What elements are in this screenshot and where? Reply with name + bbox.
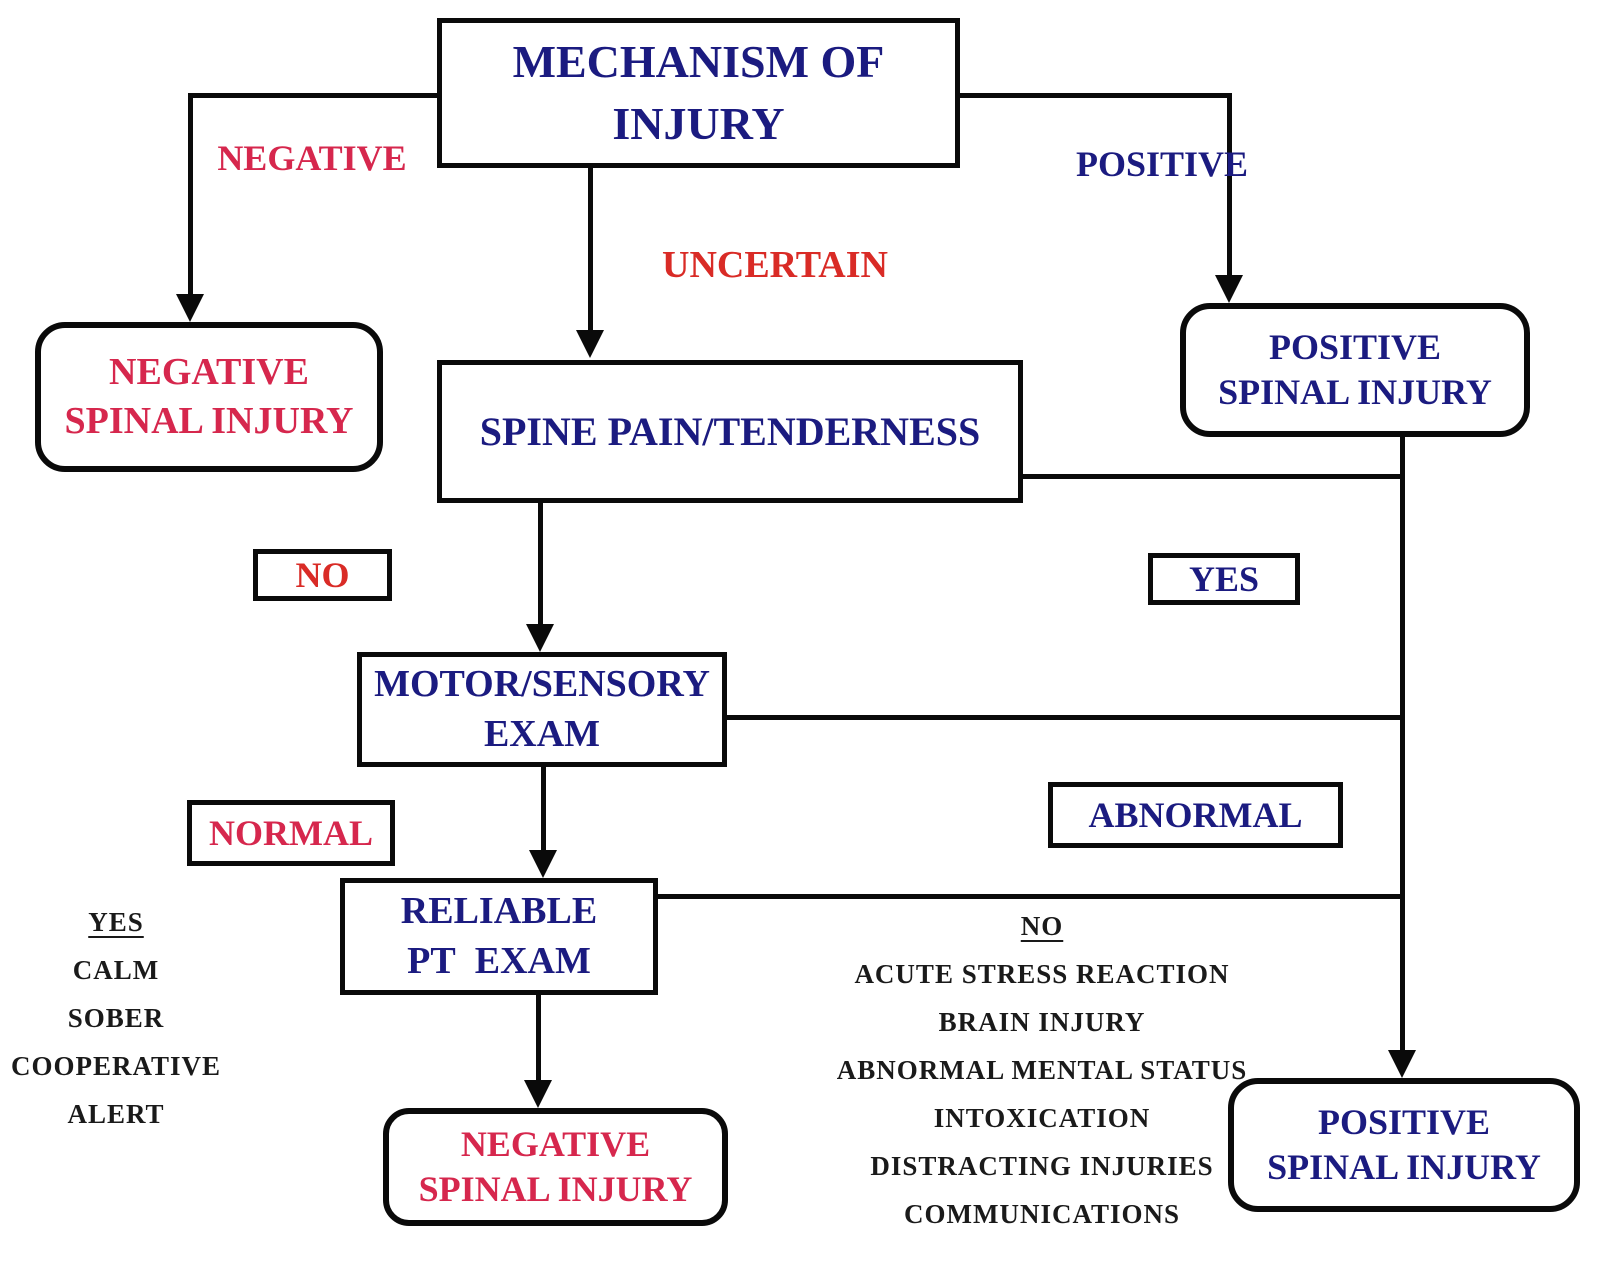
node-label-line: EXAM [483,712,601,755]
node-negative-spinal-injury-bottom: NEGATIVE SPINAL INJURY [383,1108,728,1226]
node-mechanism-of-injury: MECHANISM OF INJURY [437,18,960,168]
edge-motor-to-reliable-vertical [541,765,546,852]
list-item: DISTRACTING INJURIES [870,1151,1214,1181]
branch-label-text: NO [295,554,350,595]
node-label-line: MOTOR/SENSORY [374,663,710,706]
edge-positive-main-vertical [1400,435,1405,1052]
node-label-line: SPINAL INJURY [64,400,354,442]
list-item: ABNORMAL MENTAL STATUS [836,1055,1248,1085]
node-negative-spinal-injury-top: NEGATIVE SPINAL INJURY [35,322,383,472]
node-label-line: PT EXAM [407,939,591,982]
list-item: ALERT [67,1099,165,1129]
node-label-line: SPINE PAIN/TENDERNESS [479,408,981,454]
list-heading: NO [1020,911,1064,941]
branch-label-negative: NEGATIVE [217,138,407,178]
edge-mechanism-to-negative-vertical [188,93,193,296]
branch-label-text: NORMAL [209,812,373,853]
arrowhead-down-icon [524,1080,552,1108]
node-label-line: SPINAL INJURY [1267,1147,1541,1187]
edge-mechanism-to-spine-vertical [588,166,593,332]
arrowhead-down-icon [1215,275,1243,303]
reliable-yes-criteria-list: YES CALM SOBER COOPERATIVE ALERT [0,898,232,1138]
node-label-line: SPINAL INJURY [1218,372,1492,412]
list-item: BRAIN INJURY [938,1007,1146,1037]
edge-mechanism-to-positive-vertical [1227,93,1232,277]
arrowhead-down-icon [526,624,554,652]
list-item: SOBER [67,1003,165,1033]
arrowhead-down-icon [1388,1050,1416,1078]
arrowhead-down-icon [176,294,204,322]
reliable-no-criteria-list: NO ACUTE STRESS REACTION BRAIN INJURY AB… [822,902,1262,1238]
edge-spine-to-motor-vertical [538,501,543,626]
list-item: COOPERATIVE [10,1051,222,1081]
branch-label-uncertain: UNCERTAIN [662,244,888,286]
node-label-line: MECHANISM OF [512,35,885,87]
list-item: CALM [72,955,160,985]
node-label-line: POSITIVE [1317,1102,1491,1142]
arrowhead-down-icon [576,330,604,358]
node-positive-spinal-injury-top: POSITIVE SPINAL INJURY [1180,303,1530,437]
edge-motor-abnormal-horizontal [725,715,1405,720]
edge-reliable-to-negative-vertical [536,993,541,1082]
arrowhead-down-icon [529,850,557,878]
node-label-line: POSITIVE [1268,327,1442,367]
branch-label-text: YES [1188,558,1260,599]
branch-label-yes: YES [1148,553,1300,605]
node-spine-pain-tenderness: SPINE PAIN/TENDERNESS [437,360,1023,503]
edge-mechanism-to-negative-horizontal [188,93,440,98]
list-item: COMMUNICATIONS [904,1199,1180,1229]
node-label-line: NEGATIVE [109,350,309,393]
node-motor-sensory-exam: MOTOR/SENSORY EXAM [357,652,727,767]
node-positive-spinal-injury-bottom: POSITIVE SPINAL INJURY [1228,1078,1580,1212]
list-item: ACUTE STRESS REACTION [854,959,1230,989]
node-reliable-pt-exam: RELIABLE PT EXAM [340,878,658,995]
branch-label-abnormal: ABNORMAL [1048,782,1343,848]
list-heading: YES [88,907,144,937]
node-label-line: INJURY [612,98,785,149]
list-item: INTOXICATION [933,1103,1151,1133]
edge-mechanism-to-positive-horizontal [958,93,1232,98]
branch-label-positive: POSITIVE [1075,144,1249,184]
branch-label-normal: NORMAL [187,800,395,866]
edge-spine-yes-horizontal [1020,474,1405,479]
node-label-line: NEGATIVE [460,1124,651,1164]
edge-reliable-no-horizontal [656,894,1405,899]
branch-label-text: ABNORMAL [1088,794,1303,835]
branch-label-no: NO [253,549,392,601]
node-label-line: RELIABLE [400,890,598,933]
node-label-line: SPINAL INJURY [418,1169,693,1209]
